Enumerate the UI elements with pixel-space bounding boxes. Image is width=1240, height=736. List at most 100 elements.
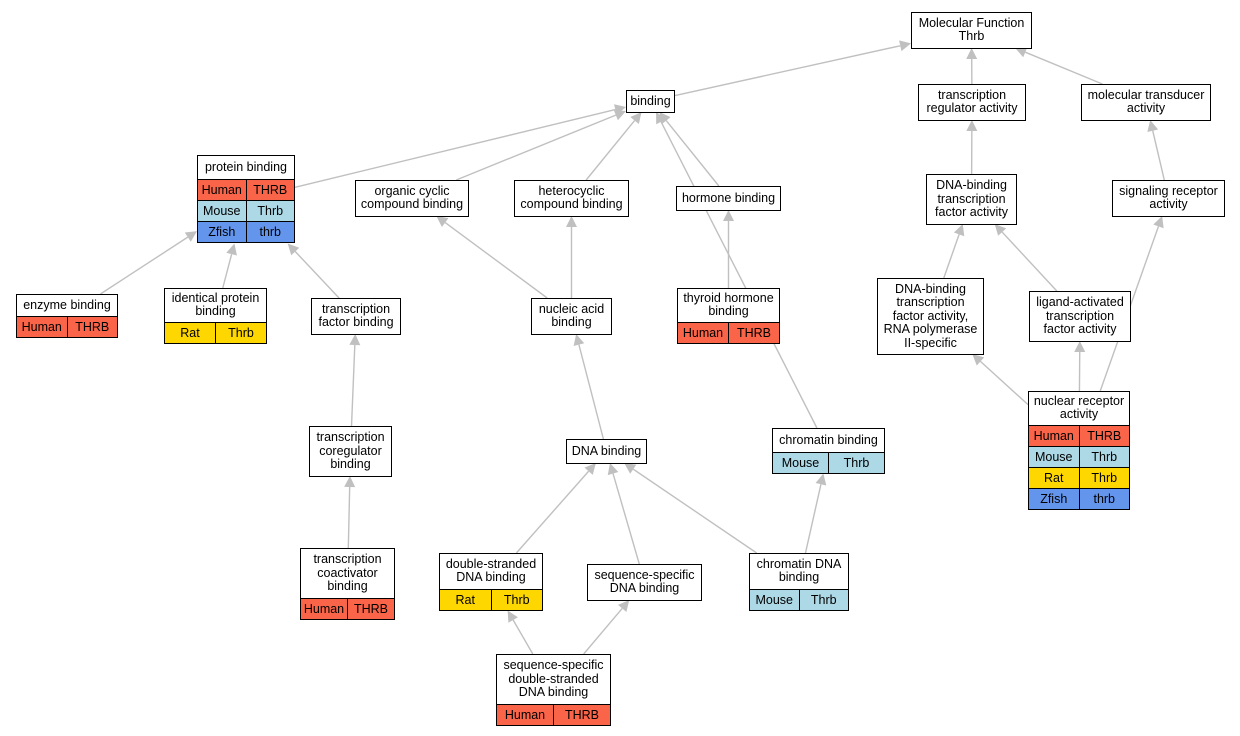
species-cell[interactable]: Mouse [198, 200, 246, 221]
edge-arrowhead [607, 463, 619, 476]
edge-dna_binding-to-nucleic_acid_binding [578, 344, 605, 440]
go-term-heterocyclic-compound-binding[interactable]: heterocyclic compound binding [514, 180, 629, 217]
species-cell[interactable]: Rat [1029, 467, 1079, 488]
gene-cell[interactable]: Thrb [215, 322, 266, 343]
edge-transcription_factor_binding-to-protein_binding [294, 251, 340, 299]
edge-hormone_binding-to-binding [665, 120, 720, 187]
gene-cell[interactable]: thrb [245, 221, 294, 242]
gene-cell[interactable]: Thrb [798, 589, 848, 610]
edge-sequence_specific_dsdna_binding-to-sequence_specific_dna_binding [583, 607, 623, 655]
edge-transcription_coactivator_binding-to-transcription_coregulator_binding [347, 486, 351, 549]
gene-cell[interactable]: THRB [245, 179, 294, 200]
gene-cell[interactable]: thrb [1078, 488, 1129, 509]
go-term-dna-binding-tf-activity[interactable]: DNA-binding transcription factor activit… [926, 174, 1017, 225]
go-term-nucleic-acid-binding[interactable]: nucleic acid binding [531, 298, 612, 335]
species-cell[interactable]: Human [1029, 425, 1079, 446]
go-term-transcription-coregulator-binding[interactable]: transcription coregulator binding [309, 426, 392, 477]
gene-cell[interactable]: Thrb [1078, 467, 1129, 488]
edge-arrowhead [584, 463, 596, 475]
edge-nuclear_receptor_activity-to-dna_binding_tf_activity_rnap2 [979, 360, 1029, 406]
gene-cell[interactable]: THRB [1078, 425, 1129, 446]
species-cell[interactable]: Rat [440, 589, 491, 610]
edge-arrowhead [344, 476, 356, 488]
go-term-sequence-specific-dsdna-binding[interactable]: sequence-specific double-stranded DNA bi… [496, 654, 611, 726]
edge-arrowhead [184, 231, 197, 242]
gene-cell[interactable]: THRB [347, 598, 394, 619]
gene-cell[interactable]: Thrb [245, 200, 294, 221]
term-label: transcription regulator activity [926, 87, 1018, 116]
species-cell[interactable]: Zfish [1029, 488, 1079, 509]
species-cell[interactable]: Human [678, 322, 728, 343]
go-term-sequence-specific-dna-binding[interactable]: sequence-specific DNA binding [587, 564, 702, 601]
term-label: DNA-binding transcription factor activit… [935, 178, 1008, 219]
edge-ligand_activated_tf_activity-to-dna_binding_tf_activity [1001, 231, 1058, 292]
go-term-organic-cyclic-compound-binding[interactable]: organic cyclic compound binding [355, 180, 469, 217]
go-term-ligand-activated-tf-activity[interactable]: ligand-activated transcription factor ac… [1029, 291, 1131, 342]
go-term-signaling-receptor-activity[interactable]: signaling receptor activity [1112, 180, 1225, 217]
edge-chromatin_dna_binding-to-dna_binding [632, 468, 758, 554]
term-label: sequence-specific double-stranded DNA bi… [503, 658, 604, 699]
species-cell[interactable]: Human [17, 316, 67, 337]
go-term-transcription-factor-binding[interactable]: transcription factor binding [311, 298, 401, 335]
species-cell[interactable]: Human [301, 598, 347, 619]
edge-transcription_coregulator_binding-to-transcription_factor_binding [350, 344, 356, 427]
species-cell[interactable]: Rat [165, 322, 215, 343]
term-label: identical protein binding [171, 290, 260, 319]
edge-signaling_receptor_activity-to-molecular_transducer_activity [1152, 130, 1165, 181]
go-term-dna-binding[interactable]: DNA binding [566, 439, 647, 464]
go-term-binding[interactable]: binding [626, 90, 675, 113]
species-cell[interactable]: Zfish [198, 221, 246, 242]
edge-arrowhead [613, 110, 626, 121]
gene-cell[interactable]: THRB [553, 704, 610, 725]
edge-arrowhead [226, 243, 237, 256]
term-label: binding [630, 93, 671, 108]
go-term-transcription-regulator-activity[interactable]: transcription regulator activity [918, 84, 1026, 121]
species-cell[interactable]: Human [497, 704, 553, 725]
go-term-molecular-transducer-activity[interactable]: molecular transducer activity [1081, 84, 1211, 121]
gene-cell[interactable]: Thrb [490, 589, 542, 610]
species-cell[interactable]: Mouse [773, 452, 828, 473]
go-term-molecular-function[interactable]: Molecular Function Thrb [911, 12, 1032, 49]
gene-cell[interactable]: THRB [66, 316, 117, 337]
edge-arrowhead [972, 354, 985, 366]
edge-arrowhead [573, 334, 585, 347]
edge-binding-to-molecular_function [674, 45, 901, 97]
term-label: chromatin DNA binding [756, 556, 842, 585]
edge-arrowhead [899, 40, 911, 52]
species-cell[interactable]: Human [198, 179, 246, 200]
term-label: transcription coactivator binding [313, 552, 382, 593]
term-label: DNA binding [571, 443, 642, 458]
gene-cell[interactable]: THRB [728, 322, 779, 343]
gene-cell[interactable]: Thrb [828, 452, 884, 473]
term-label: organic cyclic compound binding [360, 183, 464, 212]
term-label: chromatin binding [779, 432, 878, 447]
go-term-hormone-binding[interactable]: hormone binding [676, 186, 781, 211]
term-label: molecular transducer activity [1087, 87, 1205, 116]
edge-arrowhead [624, 463, 637, 474]
edge-arrowhead [349, 334, 361, 346]
go-term-dna-binding-tf-activity-rnap2[interactable]: DNA-binding transcription factor activit… [877, 278, 984, 355]
edge-arrowhead [1074, 341, 1086, 353]
gene-cell[interactable]: Thrb [1078, 446, 1129, 467]
species-cell[interactable]: Mouse [750, 589, 799, 610]
species-cell[interactable]: Mouse [1029, 446, 1079, 467]
